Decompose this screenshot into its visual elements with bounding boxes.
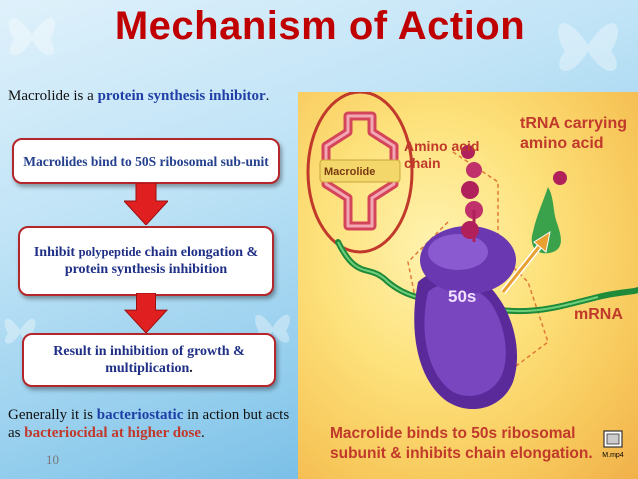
video-file-icon[interactable]: M.mp4 [600, 428, 626, 462]
step-1-label: Macrolides bind to 50S ribosomal sub-uni… [23, 153, 269, 169]
figure-caption: Macrolide binds to 50s ribosomal subunit… [330, 425, 593, 462]
step-2-label: Inhibit polypeptide chain elongation & p… [20, 244, 272, 278]
footer-highlight-2: bacteriocidal at higher dose [24, 425, 202, 441]
macrolide-oval [306, 92, 414, 254]
intro-highlight: protein synthesis inhibitor [97, 88, 266, 104]
step-2-part2: polypeptide [78, 245, 142, 259]
amino-acid-label: Amino acid chain [404, 138, 480, 171]
video-file-label: M.mp4 [602, 452, 624, 459]
butterfly-icon [8, 18, 56, 56]
intro-text: Macrolide is a protein synthesis inhibit… [8, 87, 288, 105]
footer-part3: . [201, 425, 205, 441]
amino-acid-bead [461, 181, 479, 199]
step-3-label: Result in inhibition of growth & multipl… [24, 343, 274, 377]
film-icon [603, 430, 623, 448]
footer-part1: Generally it is [8, 407, 97, 423]
intro-prefix: Macrolide is a [8, 88, 98, 104]
down-arrow-icon [124, 293, 168, 333]
footer-text: Generally it is bacteriostatic in action… [8, 406, 298, 442]
ribosome-figure: Macrolide Amino acid chain tRNA carrying… [298, 92, 638, 479]
dashed-outline [452, 151, 549, 373]
step-2-part3: chain elongation & protein synthesis inh… [64, 245, 259, 277]
amino-acid-bead [461, 221, 479, 239]
ribosome-illustration [306, 92, 638, 410]
down-arrow-icon [124, 183, 168, 225]
amino-acid-bead [466, 162, 482, 178]
macrolide-label: Macrolide [324, 166, 376, 178]
amino-acid-bead [461, 145, 475, 159]
mrna-label: mRNA [574, 306, 623, 323]
step-box-2: Inhibit polypeptide chain elongation & p… [18, 226, 274, 296]
step-box-1: Macrolides bind to 50S ribosomal sub-uni… [12, 138, 280, 184]
trna-shape [531, 187, 561, 254]
trna-label: tRNA carrying amino acid [520, 115, 627, 152]
butterfly-icon [558, 23, 618, 72]
step-3-text: Result in inhibition of growth & multipl… [53, 344, 245, 376]
intro-suffix: . [265, 88, 270, 104]
slide-title: Mechanism of Action [114, 4, 526, 48]
step-box-3: Result in inhibition of growth & multipl… [22, 333, 276, 387]
page-number: 10 [46, 452, 59, 467]
footer-part2: in action but acts as [8, 407, 290, 441]
subunit-label: 50s [448, 287, 477, 306]
footer-highlight-1: bacteriostatic [96, 407, 184, 423]
step-3-suffix: . [189, 361, 193, 376]
step-2-part1: Inhibit [33, 245, 79, 260]
